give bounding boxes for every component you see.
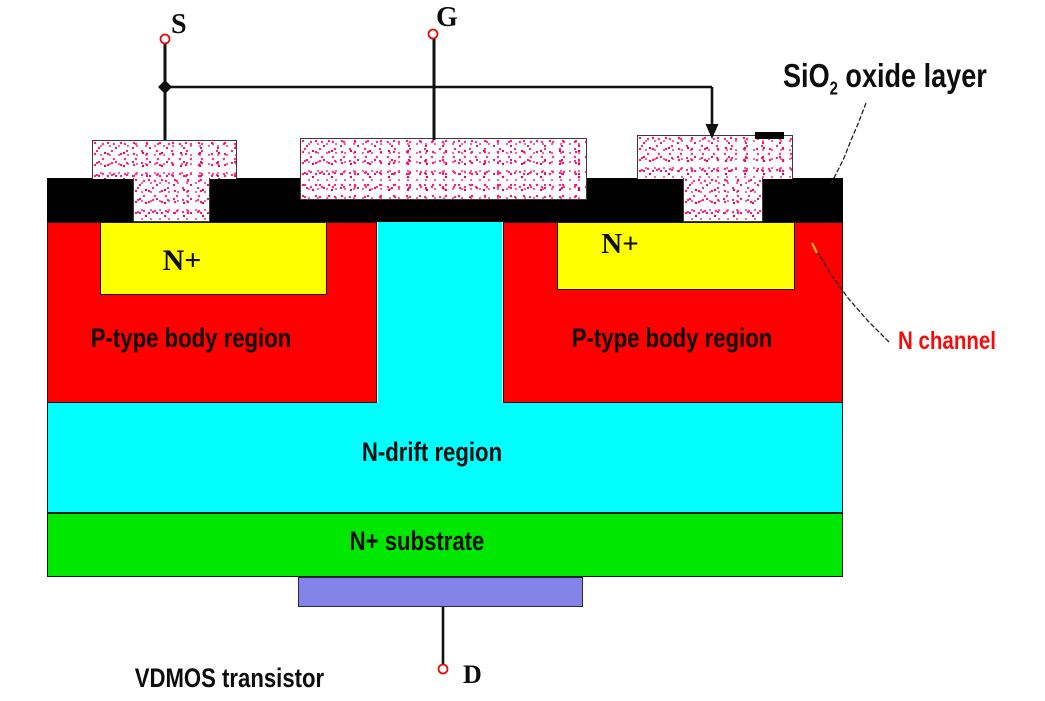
n-plus-left-label: N+ [162, 244, 202, 277]
n-plus-right-label: N+ [601, 228, 639, 260]
source-terminal-ring [159, 33, 171, 45]
oxide-leader-line [830, 102, 867, 185]
drain-wire [437, 607, 449, 675]
n-substrate-region [47, 513, 843, 577]
gate-poly-block [300, 138, 587, 200]
source-metal-right-plug [683, 178, 763, 222]
oxide-annotation: SiO2 oxide layer [783, 57, 987, 97]
drain-terminal-ring [437, 663, 449, 675]
n-drift-main-region [47, 403, 843, 513]
source-metal-left [92, 140, 237, 179]
drain-terminal-label: D [463, 660, 482, 689]
source-terminal-label: S [171, 9, 187, 40]
oxide-annotation-subscript: 2 [829, 78, 838, 99]
source-metal-left-plug [133, 178, 210, 222]
n-plus-right-region [557, 222, 795, 290]
n-substrate-label: N+ substrate [349, 526, 485, 556]
drain-contact-plate [298, 577, 583, 607]
n-channel-annotation: N channel [898, 327, 996, 355]
source-interconnect-wire [165, 85, 719, 139]
diagram-caption: VDMOS transistor [134, 663, 325, 693]
n-drift-label: N-drift region [361, 437, 503, 467]
source-wire [158, 33, 172, 140]
oxide-dash-on-right-metal [755, 132, 784, 139]
oxide-annotation-suffix: oxide layer [837, 57, 987, 94]
oxide-annotation-prefix: SiO [783, 57, 830, 94]
gate-terminal-label: G [436, 2, 458, 33]
wire-junction-dot [158, 80, 172, 94]
p-body-left-label: P-type body region [90, 323, 292, 353]
n-drift-neck-region [378, 222, 502, 407]
source-metal-right [637, 135, 793, 179]
n-plus-left-region [100, 222, 327, 295]
p-body-right-label: P-type body region [571, 323, 773, 353]
gate-wire [427, 28, 439, 140]
